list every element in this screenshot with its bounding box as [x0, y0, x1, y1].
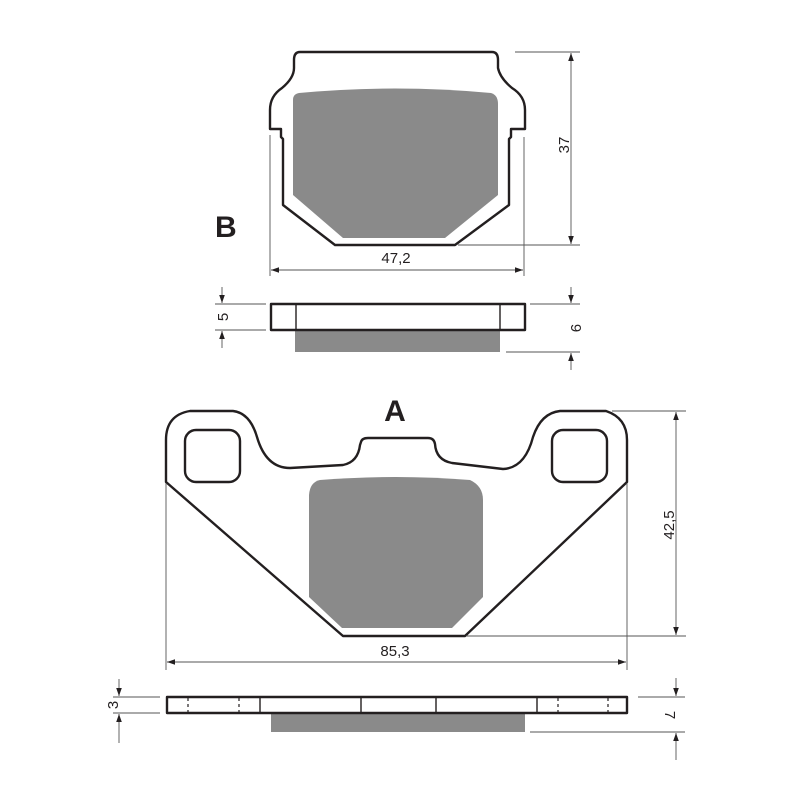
pad-a-height-value: 42,5	[661, 510, 678, 539]
pad-a-front-view: A 85,3 42,5	[164, 395, 686, 670]
pad-a-label: A	[384, 395, 406, 428]
pad-a-side-backplate	[165, 695, 629, 715]
pad-b-side-backplate	[269, 302, 527, 332]
pad-a-mounting-hole-left	[183, 428, 242, 484]
pad-a-side-view: 3 7	[105, 678, 685, 760]
pad-b-front-view: B 37 47,2	[215, 50, 580, 276]
pad-a-side-friction	[271, 713, 525, 732]
pad-a-width-value: 85,3	[380, 643, 409, 660]
pad-b-width-value: 47,2	[381, 250, 410, 267]
pad-a-total-thickness: 7	[661, 711, 678, 719]
pad-b-friction-material	[293, 88, 498, 238]
pad-a-mounting-hole-right	[550, 428, 609, 484]
pad-a-backplate-thickness: 3	[105, 701, 122, 709]
pad-b-backplate-thickness: 5	[215, 313, 232, 321]
pad-a-friction-material	[309, 477, 483, 628]
pad-b-label: B	[215, 211, 237, 244]
pad-b-side-view: 5 9	[215, 287, 584, 370]
pad-b-total-thickness: 9	[567, 324, 584, 332]
pad-b-height-value: 37	[556, 137, 573, 154]
pad-b-side-friction	[295, 330, 500, 352]
